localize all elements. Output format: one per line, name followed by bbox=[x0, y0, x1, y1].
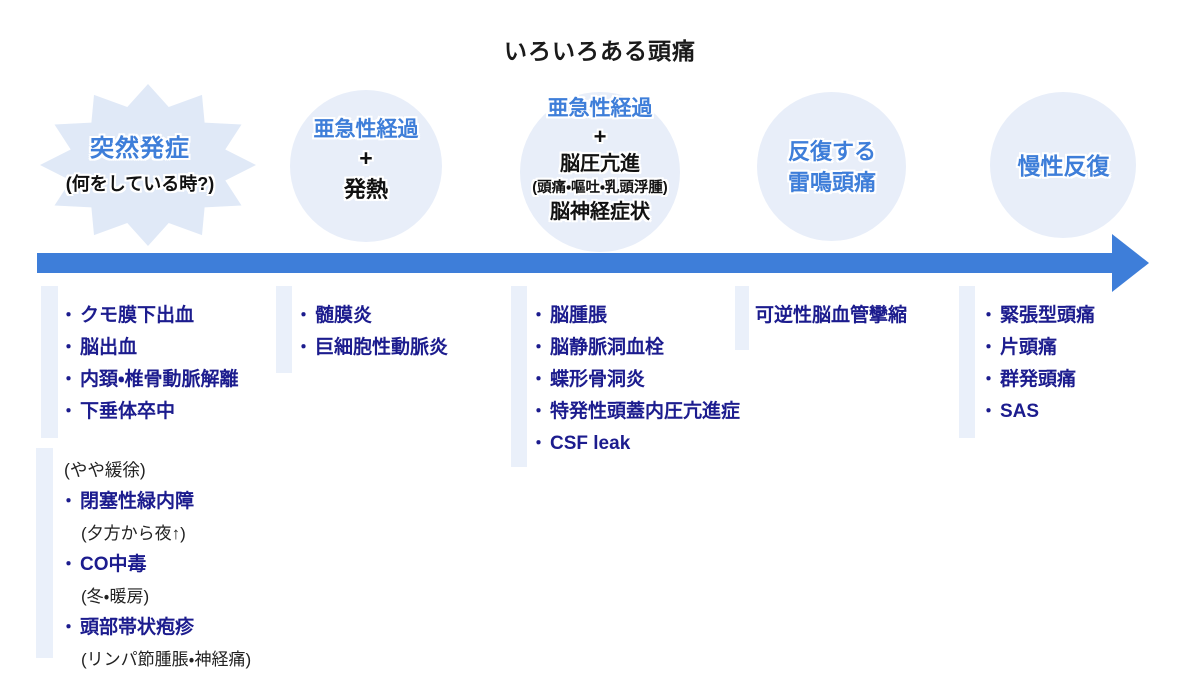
list-item: ・脳腫脹 bbox=[530, 300, 740, 332]
list-item-label: 緊張型頭痛 bbox=[1000, 305, 1096, 326]
column-strip bbox=[959, 286, 975, 438]
bullet: ・ bbox=[980, 306, 997, 325]
list-item-label: 巨細胞性動脈炎 bbox=[315, 337, 449, 358]
list-item: ・CSF leak bbox=[530, 428, 740, 460]
stage-chronic: 慢性反復 bbox=[992, 152, 1135, 180]
stage-subacute-icp: 亜急性経過 + 脳圧亢進 (頭痛・嘔吐・乳頭浮腫) 脳神経症状 bbox=[503, 96, 697, 227]
bullet: ・ bbox=[980, 370, 997, 389]
column-strip bbox=[511, 286, 527, 467]
bullet: ・ bbox=[530, 370, 547, 389]
timeline-arrow-head bbox=[1112, 234, 1149, 292]
bullet: ・ bbox=[295, 306, 312, 325]
plus-sign: + bbox=[593, 124, 607, 149]
list-item: ・脳静脈洞血栓 bbox=[530, 332, 740, 364]
list-item-label: CSF leak bbox=[550, 433, 631, 454]
stage-circle-chronic bbox=[990, 92, 1136, 238]
list-item-label: 片頭痛 bbox=[1000, 337, 1058, 358]
list-item: ・閉塞性緑内障 bbox=[60, 486, 251, 518]
bullet: ・ bbox=[530, 338, 547, 357]
bullet: ・ bbox=[530, 306, 547, 325]
stage-subtitle: (何をしている時?) bbox=[65, 174, 215, 194]
list-item: ・脳出血 bbox=[60, 332, 238, 364]
stage-title: 亜急性経過 bbox=[547, 97, 653, 120]
list-item-label: 頭部帯状疱疹 bbox=[80, 617, 195, 638]
stage-circle-subacute-icp bbox=[520, 92, 680, 252]
bullet: ・ bbox=[530, 402, 547, 421]
list-item: ・緊張型頭痛 bbox=[980, 300, 1095, 332]
stage-title: 亜急性経過 bbox=[313, 118, 419, 141]
stage-line: 脳神経症状 bbox=[550, 201, 650, 223]
bullet: ・ bbox=[60, 306, 77, 325]
stage-title: 突然発症 bbox=[90, 135, 190, 162]
timeline-arrow-bar bbox=[37, 253, 1112, 273]
page-title: いろいろある頭痛 bbox=[504, 38, 696, 64]
plus-sign: + bbox=[359, 145, 373, 171]
list-item: 可逆性脳血管攣縮 bbox=[755, 300, 907, 332]
list-chronic: ・緊張型頭痛 ・片頭痛 ・群発頭痛 ・SAS bbox=[980, 300, 1095, 428]
list-item-label: 閉塞性緑内障 bbox=[80, 491, 195, 512]
list-item: ・クモ膜下出血 bbox=[60, 300, 238, 332]
bullet: ・ bbox=[60, 338, 77, 357]
list-sudden-onset: ・クモ膜下出血 ・脳出血 ・内頚・椎骨動脈解離 ・下垂体卒中 bbox=[60, 300, 238, 428]
stage-circle-subacute-fever bbox=[290, 90, 442, 242]
list-item-label: クモ膜下出血 bbox=[80, 305, 195, 326]
list-item: ・片頭痛 bbox=[980, 332, 1095, 364]
stage-line: 脳圧亢進 bbox=[560, 153, 640, 175]
stage-sudden-onset: 突然発症 (何をしている時?) bbox=[35, 134, 245, 197]
list-item: ・下垂体卒中 bbox=[60, 396, 238, 428]
list-item: ・頭部帯状疱疹 bbox=[60, 612, 251, 644]
stage-title: 慢性反復 bbox=[1017, 153, 1110, 179]
column-strip bbox=[735, 286, 749, 350]
list-gradual-onset: (やや緩徐) ・閉塞性緑内障 (夕方から夜↑) ・CO中毒 (冬・暖房) ・頭部… bbox=[60, 455, 251, 675]
stage-line: 発熱 bbox=[343, 177, 388, 202]
list-item-label: 脳腫脹 bbox=[550, 305, 608, 326]
stage-title: 雷鳴頭痛 bbox=[787, 170, 876, 195]
list-item-label: 可逆性脳血管攣縮 bbox=[755, 305, 908, 326]
column-strip bbox=[36, 448, 53, 658]
list-item-label: CO中毒 bbox=[80, 554, 147, 575]
list-item-label: 蝶形骨洞炎 bbox=[550, 369, 646, 390]
stage-title: 反復する bbox=[787, 139, 876, 164]
list-item-note: (リンパ節腫脹・神経痛) bbox=[81, 650, 252, 669]
list-item-label: 脳静脈洞血栓 bbox=[550, 337, 665, 358]
list-thunderclap: 可逆性脳血管攣縮 bbox=[755, 300, 907, 332]
list-item-note: (冬・暖房) bbox=[81, 587, 150, 606]
bullet: ・ bbox=[295, 338, 312, 357]
bullet: ・ bbox=[60, 618, 77, 637]
bullet: ・ bbox=[530, 434, 547, 453]
list-item: ・蝶形骨洞炎 bbox=[530, 364, 740, 396]
stage-subacute-fever: 亜急性経過 + 発熱 bbox=[291, 116, 441, 205]
list-item-label: 脳出血 bbox=[80, 337, 138, 358]
list-item: ・髄膜炎 bbox=[295, 300, 448, 332]
list-item: ・CO中毒 bbox=[60, 549, 251, 581]
column-strip bbox=[276, 286, 292, 373]
list-item-label: 特発性頭蓋内圧亢進症 bbox=[550, 401, 741, 422]
list-item-label: 髄膜炎 bbox=[315, 305, 373, 326]
list-group-label: (やや緩徐) bbox=[64, 460, 146, 480]
list-item-label: 下垂体卒中 bbox=[80, 401, 176, 422]
bullet: ・ bbox=[980, 338, 997, 357]
stage-circle-thunderclap bbox=[757, 92, 906, 241]
list-item: ・巨細胞性動脈炎 bbox=[295, 332, 448, 364]
list-item-label: 内頚・椎骨動脈解離 bbox=[80, 369, 239, 390]
list-item: ・群発頭痛 bbox=[980, 364, 1095, 396]
list-subacute-fever: ・髄膜炎 ・巨細胞性動脈炎 bbox=[295, 300, 448, 364]
bullet: ・ bbox=[60, 402, 77, 421]
list-item: ・SAS bbox=[980, 396, 1095, 428]
bullet: ・ bbox=[980, 402, 997, 421]
list-item-note: (夕方から夜↑) bbox=[81, 524, 186, 543]
list-item: ・内頚・椎骨動脈解離 bbox=[60, 364, 238, 396]
list-item: ・特発性頭蓋内圧亢進症 bbox=[530, 396, 740, 428]
stage-line-detail: (頭痛・嘔吐・乳頭浮腫) bbox=[532, 180, 668, 196]
list-item-label: SAS bbox=[1000, 401, 1040, 422]
list-subacute-icp: ・脳腫脹 ・脳静脈洞血栓 ・蝶形骨洞炎 ・特発性頭蓋内圧亢進症 ・CSF lea… bbox=[530, 300, 740, 460]
starburst-shape bbox=[40, 84, 256, 246]
list-item-label: 群発頭痛 bbox=[1000, 369, 1077, 390]
bullet: ・ bbox=[60, 492, 77, 511]
column-strip bbox=[41, 286, 58, 438]
bullet: ・ bbox=[60, 555, 77, 574]
stage-thunderclap: 反復する 雷鳴頭痛 bbox=[756, 136, 908, 198]
bullet: ・ bbox=[60, 370, 77, 389]
